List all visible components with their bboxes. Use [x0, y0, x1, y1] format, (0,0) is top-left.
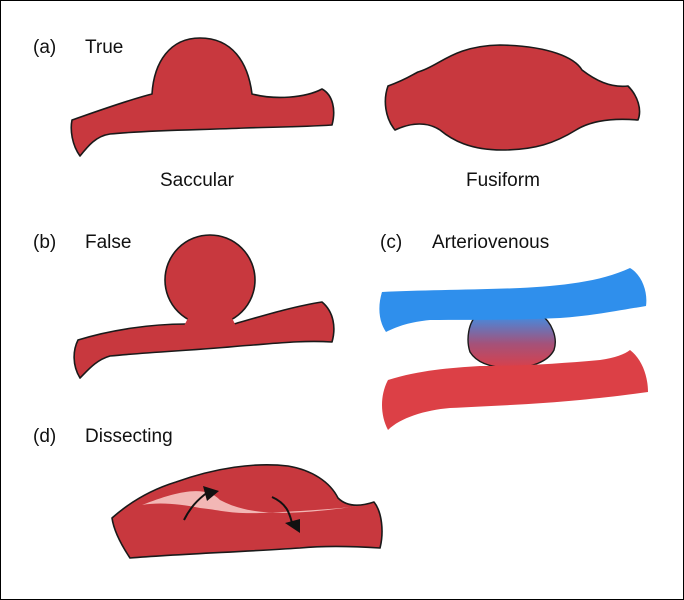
saccular-aneurysm — [70, 37, 335, 157]
panel-b-key: (b) — [33, 232, 57, 253]
saccular-caption: Saccular — [160, 170, 234, 191]
dissection-flap — [142, 491, 358, 514]
panel-a-key: (a) — [33, 37, 57, 58]
panel-c-title: Arteriovenous — [432, 232, 550, 253]
panel-c-label: (c) Arteriovenous — [380, 232, 549, 254]
fusiform-caption: Fusiform — [466, 170, 540, 191]
arrow-icon — [183, 486, 219, 521]
panel-b-label: (b) False — [33, 232, 131, 254]
fusiform-aneurysm — [384, 44, 641, 151]
panel-b-title: False — [85, 232, 132, 253]
false-aneurysm-neck — [182, 318, 238, 330]
av-connection — [467, 313, 556, 369]
panel-d-title: Dissecting — [85, 426, 173, 447]
panel-a-title: True — [85, 37, 124, 58]
false-aneurysm-sac — [164, 234, 256, 326]
panel-a-label: (a) True — [33, 37, 123, 59]
artery — [382, 350, 648, 430]
vein — [379, 268, 647, 332]
panel-d-label: (d) Dissecting — [33, 426, 173, 448]
arrow-icon — [271, 496, 300, 533]
panel-c-key: (c) — [380, 232, 403, 253]
panel-d-key: (d) — [33, 426, 57, 447]
